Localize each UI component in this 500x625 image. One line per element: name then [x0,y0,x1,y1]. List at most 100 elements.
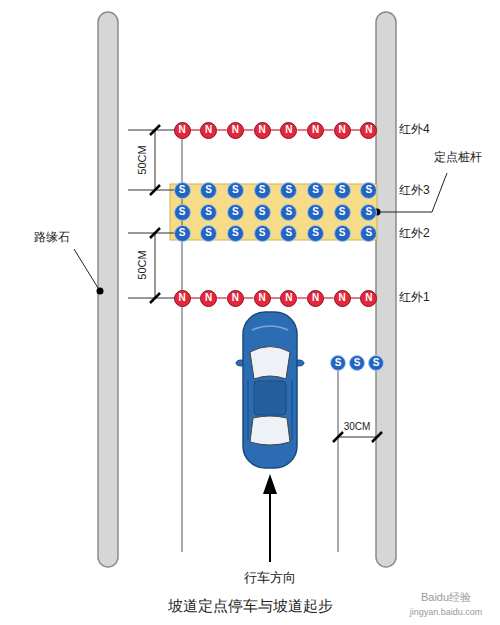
infrared-emitter: N [254,290,271,307]
infrared-receiver: S [360,204,377,221]
infrared-beam [351,297,361,299]
leader-lines [74,173,447,295]
pole-letter: S [335,358,342,368]
pole-letter: S [373,358,380,368]
pole-letter: S [285,228,292,238]
infrared-receiver: S [360,182,377,199]
infrared-receiver: S [307,204,324,221]
pole-letter: N [178,293,185,303]
infrared-receiver: S [254,182,271,199]
infrared-beam [297,297,307,299]
infrared-beam [191,297,201,299]
infrared-emitter: N [280,122,297,139]
dimension-ticks [150,125,382,442]
infrared-beam [244,129,254,131]
infrared-receiver: S [227,225,244,242]
pole-letter: S [232,185,239,195]
pole-letter: S [232,207,239,217]
pole-letter: S [285,207,292,217]
pole-letter: S [339,185,346,195]
infrared-label: 红外3 [399,184,430,198]
part-name: 路缘石 [34,231,70,245]
pole-letter: N [312,293,319,303]
infrared-emitter: N [254,122,271,139]
pole-letter: S [259,207,266,217]
pole-letter: S [312,207,319,217]
pole-letter: N [178,125,185,135]
watermark: jingyan.baidu.com [410,607,483,617]
infrared-receiver: S [360,225,377,242]
infrared-beam [324,129,334,131]
infrared-receiver: S [227,182,244,199]
infrared-receiver: S [330,355,346,371]
pole-letter: N [339,293,346,303]
pole-letter: S [232,228,239,238]
pole-letter: N [232,125,239,135]
dimension: 50CM [136,250,149,279]
infrared-emitter: N [227,122,244,139]
pole-letter: S [179,185,186,195]
infrared-emitter: N [307,290,324,307]
infrared-emitter: N [200,122,217,139]
infrared-emitter: N [334,290,351,307]
infrared-receiver: S [334,182,351,199]
infrared-beam [217,297,227,299]
dimension: 30CM [344,421,371,433]
pole-letter: S [179,207,186,217]
infrared-receiver: S [280,204,297,221]
pole-letter: N [258,125,265,135]
watermark: Baidu经验 [421,591,471,604]
infrared-emitter: N [174,290,191,307]
pole-letter: N [232,293,239,303]
infrared-receiver: S [254,204,271,221]
infrared-receiver: S [334,204,351,221]
pole-letter: S [259,185,266,195]
infrared-beam [244,297,254,299]
infrared-label: 红外2 [399,227,430,241]
infrared-emitter: N [280,290,297,307]
guide-line [338,363,339,552]
infrared-label: 红外1 [399,291,430,305]
infrared-receiver: S [307,182,324,199]
pole-letter: N [258,293,265,303]
infrared-beam [297,129,307,131]
infrared-beam [351,129,361,131]
infrared-receiver: S [349,355,365,371]
pole-letter: S [366,207,373,217]
pole-letter: S [312,185,319,195]
infrared-receiver: S [254,225,271,242]
pole-letter: S [205,185,212,195]
direction-arrow [263,474,277,562]
infrared-emitter: N [360,290,377,307]
infrared-receiver: S [227,204,244,221]
infrared-beam [324,297,334,299]
pole-letter: S [312,228,319,238]
infrared-emitter: N [200,290,217,307]
car [236,312,304,468]
infrared-receiver: S [280,182,297,199]
infrared-beam [271,129,281,131]
pole-letter: S [205,228,212,238]
infrared-receiver: S [200,204,217,221]
pole-letter: S [366,228,373,238]
pole-letter: N [365,125,372,135]
pole-letter: S [285,185,292,195]
infrared-beam [271,297,281,299]
infrared-emitter: N [360,122,377,139]
infrared-receiver: S [200,182,217,199]
infrared-receiver: S [174,204,191,221]
pole-letter: N [365,293,372,303]
dimension: 50CM [136,145,149,174]
pole-letter: N [312,125,319,135]
infrared-receiver: S [174,182,191,199]
caption: 坡道定点停车与坡道起步 [168,597,333,614]
pole-letter: N [285,125,292,135]
pole-letter: S [339,207,346,217]
infrared-receiver: S [200,225,217,242]
infrared-beam [217,129,227,131]
infrared-receiver: S [334,225,351,242]
infrared-receiver: S [280,225,297,242]
infrared-emitter: N [174,122,191,139]
